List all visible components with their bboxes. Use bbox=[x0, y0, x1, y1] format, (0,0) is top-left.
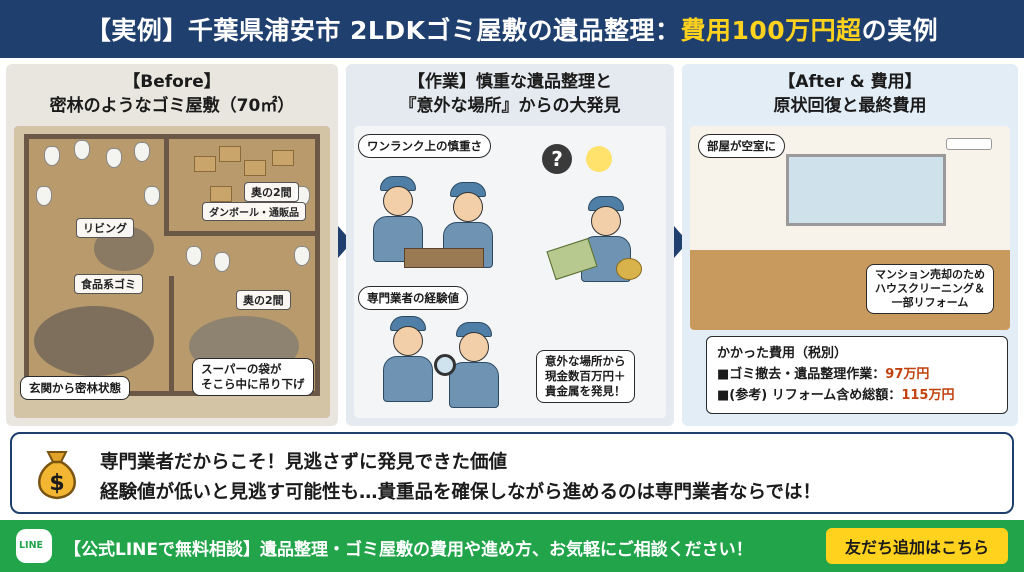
add-friend-button[interactable]: 友だち追加はこちら bbox=[826, 528, 1008, 564]
room-background: リビング 奥の2間 ダンボール・通販品 食品系ゴミ 奥の2間 bbox=[14, 126, 330, 418]
title-bar: 【実例】千葉県浦安市 2LDKゴミ屋敷の遺品整理：費用100万円超の実例 bbox=[0, 0, 1024, 58]
glow-icon bbox=[586, 146, 612, 172]
jewelry-icon bbox=[616, 258, 642, 280]
value-line-2: 経験値が低いと見逃す可能性も…貴重品を確保しながら進めるのは専門業者ならでは！ bbox=[100, 482, 821, 503]
cardboard-box bbox=[210, 186, 232, 202]
magnifier-icon bbox=[434, 354, 456, 376]
footer-bar: LINE 【公式LINEで無料相談】遺品整理・ゴミ屋敷の費用や進め方、お気軽にご… bbox=[0, 520, 1024, 572]
svg-text:$: $ bbox=[49, 471, 64, 496]
room-label-back-room: 奥の2間 bbox=[244, 182, 299, 202]
cardboard-box bbox=[194, 156, 216, 172]
plastic-bag-icon bbox=[134, 142, 150, 162]
wall bbox=[164, 231, 319, 236]
cost-summary: かかった費用（税別） ■ゴミ撤去・遺品整理作業：97万円 ■(参考) リフォーム… bbox=[706, 336, 1008, 414]
callout-renovation-line-3: 一部リフォーム bbox=[891, 296, 969, 309]
after-illustration: 部屋が空室に マンション売却のため ハウスクリーニング＆ 一部リフォーム bbox=[690, 126, 1010, 330]
before-illustration: リビング 奥の2間 ダンボール・通販品 食品系ゴミ 奥の2間 玄関から密林状態 … bbox=[14, 126, 330, 418]
plastic-bag-icon bbox=[36, 186, 52, 206]
callout-renovation: マンション売却のため ハウスクリーニング＆ 一部リフォーム bbox=[866, 264, 994, 314]
cost-label: ■ゴミ撤去・遺品整理作業： bbox=[717, 367, 886, 382]
wall bbox=[164, 136, 169, 236]
callout-entrance: 玄関から密林状態 bbox=[20, 376, 130, 400]
plastic-bag-icon bbox=[186, 246, 202, 266]
cost-row: ■ゴミ撤去・遺品整理作業：97万円 bbox=[717, 364, 997, 385]
air-conditioner-icon bbox=[946, 138, 992, 150]
line-logo-icon[interactable]: LINE bbox=[16, 529, 52, 563]
callout-renovation-line-1: マンション売却のため bbox=[875, 268, 985, 281]
cardboard-box bbox=[272, 150, 294, 166]
cost-row: ■(参考) リフォーム含め総額：115万円 bbox=[717, 385, 997, 406]
money-bag-icon: $ bbox=[38, 451, 76, 500]
footer-text: 【公式LINEで無料相談】遺品整理・ゴミ屋敷の費用や進め方、お気軽にご相談くださ… bbox=[64, 540, 753, 560]
after-heading: 【After & 費用】 原状回復と最終費用 bbox=[682, 70, 1018, 118]
callout-discovery-line-2: 現金数百万円＋ bbox=[545, 369, 626, 383]
cost-amount: 115万円 bbox=[901, 388, 955, 403]
line-logo-text: LINE bbox=[19, 540, 44, 551]
value-message: $ 専門業者だからこそ！見逃さずに発見できた価値 経験値が低いと見逃す可能性も…… bbox=[10, 432, 1014, 514]
callout-empty-room: 部屋が空室に bbox=[698, 134, 785, 158]
cost-amount: 97万円 bbox=[885, 367, 930, 382]
cardboard-box bbox=[244, 160, 266, 176]
room-label-back-room: 奥の2間 bbox=[236, 290, 291, 310]
work-illustration: ? ワンランク上の慎重さ 専門業者の経験値 意外な場所から 現金数百万円＋ 貴金… bbox=[354, 126, 666, 418]
item-tray bbox=[404, 248, 484, 268]
room-label-food-trash: 食品系ゴミ bbox=[74, 274, 143, 294]
value-line-1: 専門業者だからこそ！見逃さずに発見できた価値 bbox=[100, 452, 508, 473]
work-panel: 【作業】慎重な遺品整理と 『意外な場所』からの大発見 ? bbox=[346, 64, 674, 426]
title-highlight: 費用100万円超 bbox=[680, 16, 862, 45]
plastic-bag-icon bbox=[44, 146, 60, 166]
page-title: 【実例】千葉県浦安市 2LDKゴミ屋敷の遺品整理：費用100万円超の実例 bbox=[86, 11, 938, 47]
callout-discovery-line-3: 貴金属を発見！ bbox=[545, 384, 626, 398]
work-heading-1: 【作業】慎重な遺品整理と bbox=[408, 72, 612, 92]
plastic-bag-icon bbox=[294, 246, 310, 266]
callout-bags-line-1: スーパーの袋が bbox=[201, 362, 282, 376]
trash-pile bbox=[34, 306, 154, 376]
callout-renovation-line-2: ハウスクリーニング＆ bbox=[875, 282, 985, 295]
before-heading-2: 密林のようなゴミ屋敷（70㎡） bbox=[49, 96, 295, 116]
question-mark-icon: ? bbox=[542, 144, 572, 174]
title-text: 【実例】千葉県浦安市 2LDKゴミ屋敷の遺品整理： bbox=[85, 16, 681, 45]
callout-careful: ワンランク上の慎重さ bbox=[358, 134, 491, 158]
cost-label: ■(参考) リフォーム含め総額： bbox=[717, 388, 902, 403]
before-heading: 【Before】 密林のようなゴミ屋敷（70㎡） bbox=[6, 70, 338, 118]
before-panel: 【Before】 密林のようなゴミ屋敷（70㎡） bbox=[6, 64, 338, 426]
window bbox=[786, 154, 946, 226]
cost-heading: かかった費用（税別） bbox=[717, 346, 848, 361]
after-heading-1: 【After & 費用】 bbox=[778, 72, 922, 92]
work-heading-2: 『意外な場所』からの大発見 bbox=[399, 96, 621, 116]
before-heading-1: 【Before】 bbox=[123, 72, 221, 92]
callout-bags: スーパーの袋が そこら中に吊り下げ bbox=[192, 358, 314, 396]
plastic-bag-icon bbox=[74, 140, 90, 160]
callout-discovery-line-1: 意外な場所から bbox=[545, 354, 626, 368]
callout-discovery: 意外な場所から 現金数百万円＋ 貴金属を発見！ bbox=[536, 350, 635, 403]
room-label-boxes: ダンボール・通販品 bbox=[202, 202, 306, 221]
room-label-living: リビング bbox=[76, 218, 134, 238]
callout-bags-line-2: そこら中に吊り下げ bbox=[201, 377, 305, 391]
after-heading-2: 原状回復と最終費用 bbox=[773, 96, 927, 116]
plastic-bag-icon bbox=[214, 252, 230, 272]
wall bbox=[169, 276, 174, 396]
cardboard-box bbox=[219, 146, 241, 162]
callout-experience: 専門業者の経験値 bbox=[358, 286, 468, 310]
plastic-bag-icon bbox=[144, 186, 160, 206]
work-heading: 【作業】慎重な遺品整理と 『意外な場所』からの大発見 bbox=[346, 70, 674, 118]
title-suffix: の実例 bbox=[861, 16, 939, 45]
plastic-bag-icon bbox=[106, 148, 122, 168]
